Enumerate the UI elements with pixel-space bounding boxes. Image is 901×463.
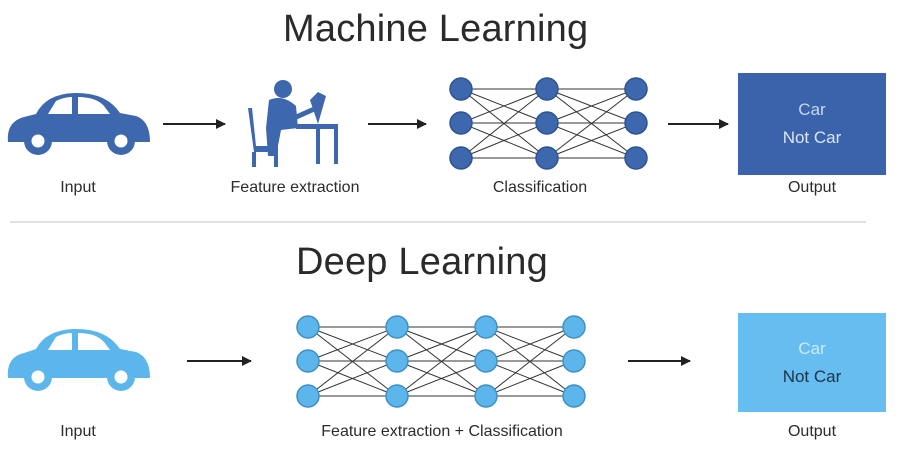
dl-option-not-car: Not Car [782, 366, 842, 386]
ml-car-icon [7, 92, 150, 155]
dl-network-connection [307, 326, 398, 362]
ml-network-connection [546, 122, 637, 159]
ml-network-node-layer-2 [535, 146, 559, 170]
ml-feature-extraction-label: Feature extraction [230, 179, 360, 196]
ml-input-label: Input [60, 179, 96, 196]
dl-option-car: Car [798, 338, 826, 358]
ml-network-node-layer-3 [624, 77, 648, 101]
dl-network-connection [485, 326, 575, 397]
person-at-computer-icon [248, 80, 338, 167]
dl-network-node-layer-1 [296, 315, 320, 339]
dl-output-label: Output [787, 423, 837, 440]
dl-network-node-layer-4 [562, 315, 586, 339]
dl-network-connection [307, 360, 398, 397]
ml-output-label: Output [787, 179, 837, 196]
ml-network-connection [460, 88, 548, 159]
dl-feature-classification-label: Feature extraction + Classification [321, 423, 563, 440]
dl-network-connection [485, 360, 575, 397]
dl-network-node-layer-2 [385, 384, 409, 408]
ml-network-node-layer-1 [449, 146, 473, 170]
ml-network-node-layer-2 [535, 77, 559, 101]
dl-network-connection [396, 326, 487, 362]
dl-network-node-layer-4 [562, 384, 586, 408]
ml-network-node-layer-1 [449, 77, 473, 101]
ml-option-not-car: Not Car [782, 128, 842, 147]
ml-network-node-layer-2 [535, 111, 559, 135]
ml-network-connection [460, 88, 548, 124]
ml-classification-label: Classification [492, 179, 588, 196]
dl-input-label: Input [60, 423, 96, 440]
dl-network-node-layer-4 [562, 349, 586, 373]
dl-network-node-layer-2 [385, 349, 409, 373]
dl-network-node-layer-1 [296, 349, 320, 373]
dl-network-connection [307, 326, 398, 397]
ml-option-car: Car [798, 100, 826, 119]
dl-neural-network-icon [296, 315, 586, 408]
deep-learning-title: Deep Learning [296, 241, 548, 283]
dl-car-icon [7, 328, 150, 391]
ml-neural-network-icon [449, 77, 648, 170]
ml-network-connection [460, 122, 548, 159]
ml-output-options: Car Not Car [738, 73, 886, 175]
dl-network-node-layer-1 [296, 384, 320, 408]
dl-network-connection [396, 360, 487, 397]
ml-network-connection [546, 88, 637, 159]
dl-network-connection [485, 326, 575, 362]
ml-network-node-layer-1 [449, 111, 473, 135]
ml-network-connection [546, 88, 637, 124]
dl-output-box [738, 313, 886, 412]
dl-network-node-layer-3 [474, 315, 498, 339]
dl-network-node-layer-3 [474, 349, 498, 373]
dl-output-options: Car Not Car [738, 313, 886, 412]
dl-network-node-layer-3 [474, 384, 498, 408]
ml-network-node-layer-3 [624, 111, 648, 135]
ml-output-box [738, 73, 886, 175]
ml-network-node-layer-3 [624, 146, 648, 170]
dl-network-connection [396, 326, 487, 397]
dl-network-node-layer-2 [385, 315, 409, 339]
machine-learning-title: Machine Learning [283, 8, 589, 50]
